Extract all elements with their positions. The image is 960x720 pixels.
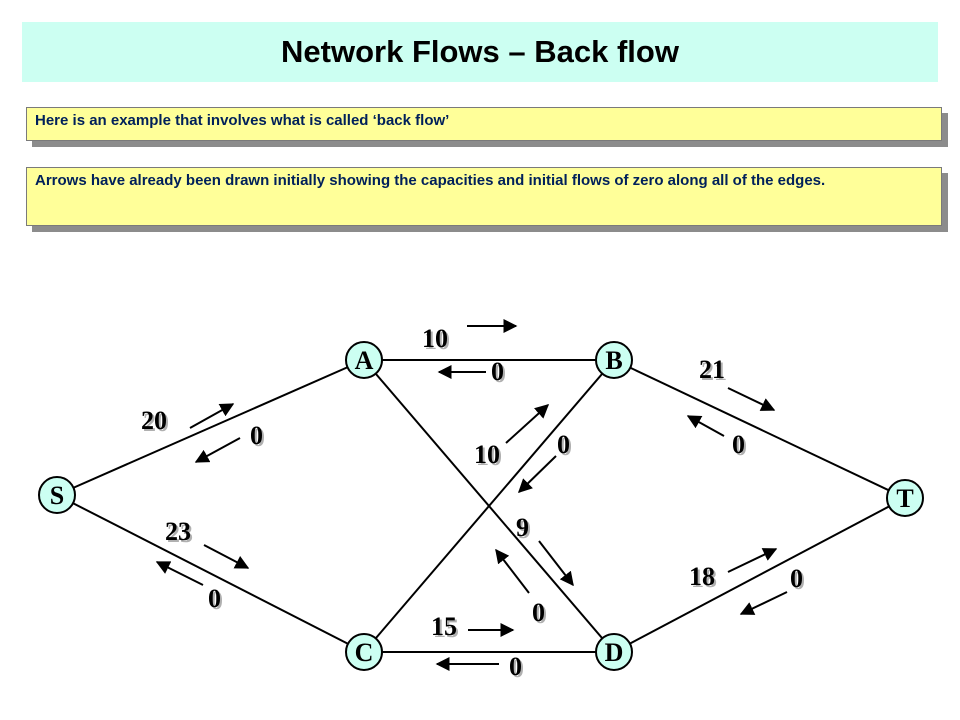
flow-arrow [495, 548, 530, 594]
svg-text:10: 10 [474, 440, 500, 469]
svg-text:B: B [605, 346, 622, 375]
svg-text:0: 0 [557, 430, 570, 459]
slide-title: Network Flows – Back flow [281, 34, 679, 69]
flow-arrow [155, 561, 204, 586]
label-s-c-flow: 0 0 [208, 584, 223, 615]
node-c: C [345, 633, 383, 671]
svg-text:0: 0 [559, 432, 572, 461]
edge-c-b [363, 359, 615, 653]
capacity-arrow [538, 540, 574, 587]
label-a-d-flow: 0 0 [532, 598, 547, 629]
label-c-d-flow: 0 0 [509, 652, 524, 683]
label-s-c-capacity: 23 23 [165, 517, 193, 548]
svg-text:0: 0 [491, 357, 504, 386]
svg-text:0: 0 [493, 359, 506, 388]
svg-text:20: 20 [143, 408, 169, 437]
svg-text:A: A [355, 346, 374, 375]
flow-arrow [686, 415, 725, 437]
svg-text:0: 0 [252, 423, 265, 452]
node-t: T [886, 479, 924, 517]
svg-text:0: 0 [509, 652, 522, 681]
capacity-arrow [727, 548, 778, 573]
svg-text:0: 0 [208, 584, 221, 613]
svg-text:20: 20 [141, 406, 167, 435]
svg-text:T: T [896, 484, 913, 513]
edge-d-t [613, 497, 906, 653]
capacity-arrow [189, 403, 235, 429]
edge-b-t [613, 359, 906, 499]
flow-arrow [194, 437, 241, 463]
label-a-b-flow: 0 0 [491, 357, 506, 388]
svg-text:15: 15 [433, 614, 459, 643]
svg-text:0: 0 [511, 654, 524, 683]
label-c-d-capacity: 15 15 [431, 612, 459, 643]
svg-text:10: 10 [422, 324, 448, 353]
svg-text:0: 0 [250, 421, 263, 450]
note-back-flow: Here is an example that involves what is… [26, 107, 942, 141]
svg-text:C: C [355, 638, 374, 667]
note-initial-arrows: Arrows have already been drawn initially… [26, 167, 942, 226]
flow-arrow [739, 591, 788, 615]
node-a: A [345, 341, 383, 379]
svg-text:0: 0 [532, 598, 545, 627]
label-b-t-capacity: 21 21 [699, 355, 727, 386]
svg-text:D: D [605, 638, 624, 667]
svg-text:9: 9 [516, 513, 529, 542]
svg-text:10: 10 [476, 442, 502, 471]
svg-text:21: 21 [701, 357, 727, 386]
capacity-arrow [505, 404, 550, 444]
svg-text:21: 21 [699, 355, 725, 384]
node-s: S [38, 476, 76, 514]
svg-text:23: 23 [165, 517, 191, 546]
svg-text:S: S [50, 481, 64, 510]
label-a-b-capacity: 10 10 [422, 324, 450, 355]
label-c-b-capacity: 10 10 [474, 440, 502, 471]
svg-text:0: 0 [792, 566, 805, 595]
label-c-b-flow: 0 0 [557, 430, 572, 461]
svg-text:15: 15 [431, 612, 457, 641]
svg-text:0: 0 [732, 430, 745, 459]
svg-text:18: 18 [691, 564, 717, 593]
label-a-d-capacity: 9 9 [516, 513, 531, 544]
label-s-a-flow: 0 0 [250, 421, 265, 452]
svg-text:0: 0 [734, 432, 747, 461]
capacity-arrow [727, 387, 776, 411]
node-b: B [595, 341, 633, 379]
flow-arrow [517, 455, 557, 493]
svg-text:0: 0 [210, 586, 223, 615]
svg-text:23: 23 [167, 519, 193, 548]
label-s-a-capacity: 20 20 [141, 406, 169, 437]
svg-text:0: 0 [534, 600, 547, 629]
svg-text:10: 10 [424, 326, 450, 355]
svg-text:18: 18 [689, 562, 715, 591]
label-b-t-flow: 0 0 [732, 430, 747, 461]
edge-s-c [56, 494, 365, 653]
svg-text:9: 9 [518, 515, 531, 544]
label-d-t-flow: 0 0 [790, 564, 805, 595]
title-bar: Network Flows – Back flow [22, 22, 938, 82]
svg-text:0: 0 [790, 564, 803, 593]
capacity-arrow [203, 544, 250, 569]
node-d: D [595, 633, 633, 671]
edge-s-a [56, 359, 365, 496]
label-d-t-capacity: 18 18 [689, 562, 717, 593]
